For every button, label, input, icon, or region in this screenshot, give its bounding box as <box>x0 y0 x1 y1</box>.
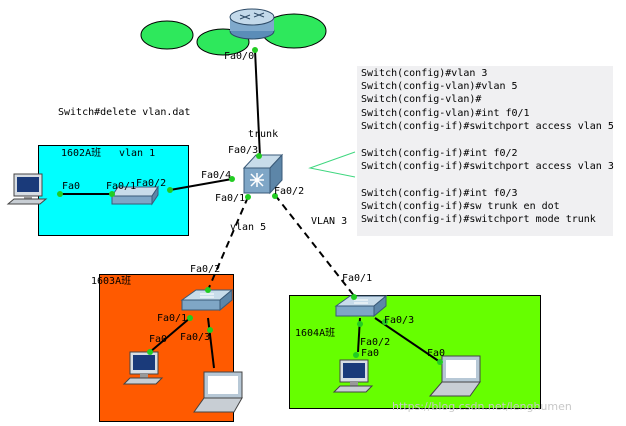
port-label-core-fa04: Fa0/4 <box>201 170 232 181</box>
pc-1603-icon <box>122 351 164 385</box>
cli-line: Switch(config-if)#int f0/2 <box>361 148 518 159</box>
cli-line: Switch(config-if)#sw trunk en dot <box>361 201 560 212</box>
pc-1602-icon <box>6 173 48 205</box>
switch-1602-icon <box>111 185 159 206</box>
port-label-sw1603-fa02: Fa0/2 <box>190 264 221 275</box>
room-1604-name: 1604A班 <box>295 328 336 339</box>
cli-line: Switch(config-if)#switchport access vlan… <box>361 161 614 172</box>
port-label-core-fa03: Fa0/3 <box>228 145 259 156</box>
port-label-sw1602-fa02: Fa0/2 <box>136 178 167 189</box>
port-label-pc1604-fa0: Fa0 <box>361 348 380 359</box>
core-switch-icon <box>242 153 284 195</box>
port-label-pc1603-fa0: Fa0 <box>149 334 168 345</box>
cli-line: Switch(config-if)#int f0/3 <box>361 188 518 199</box>
port-label-pc1602-fa0: Fa0 <box>62 181 81 192</box>
watermark: https://blog.csdn.net/lenghumen <box>392 400 572 413</box>
cli-line: Switch(config-if)#switchport mode trunk <box>361 214 596 225</box>
link-label-trunk: trunk <box>248 129 279 140</box>
port-label-sw1604-fa02: Fa0/2 <box>360 337 391 348</box>
link-label-vlan3: VLAN 3 <box>311 216 348 227</box>
console-callout <box>308 151 356 178</box>
pc-1604-icon <box>332 359 374 393</box>
laptop-1604-icon <box>428 355 481 397</box>
router-icon <box>140 8 327 56</box>
port-label-router-fa00: Fa0/0 <box>224 51 255 62</box>
link-label-vlan5: vlan 5 <box>230 222 267 233</box>
port-label-laptop1604-fa0: Fa0 <box>427 348 446 359</box>
link-core-1603 <box>207 196 249 291</box>
cli-line: Switch(config-vlan)#vlan 5 <box>361 81 518 92</box>
cli-line: Switch(config-vlan)# <box>361 94 482 105</box>
room-1604 <box>289 295 541 409</box>
room-1602 <box>38 145 189 236</box>
port-label-core-fa01: Fa0/1 <box>215 193 246 204</box>
laptop-1603-icon <box>193 371 243 413</box>
port-label-sw1604-fa01: Fa0/1 <box>342 273 373 284</box>
link-1603-pc <box>149 317 191 353</box>
port-label-sw1602-fa01: Fa0/1 <box>106 181 137 192</box>
room-1602-name: 1602A班 <box>61 148 102 159</box>
switch-1603-icon <box>180 288 234 312</box>
switch-1604-icon <box>334 294 388 318</box>
room-1602-vlan: vlan 1 <box>119 148 156 159</box>
link-status-dots <box>57 47 443 365</box>
port-label-sw1603-fa03: Fa0/3 <box>180 332 211 343</box>
link-1604-laptop <box>374 317 441 363</box>
link-1603-laptop <box>207 317 215 369</box>
delete-vlan-command: Switch#delete vlan.dat <box>58 107 191 118</box>
link-core-1602 <box>169 178 233 191</box>
port-label-core-fa02: Fa0/2 <box>274 186 305 197</box>
link-core-1604 <box>274 194 356 298</box>
link-router-core <box>254 49 261 158</box>
cli-line: Switch(config-if)#switchport access vlan… <box>361 121 614 132</box>
cli-line: Switch(config)#vlan 3 <box>361 68 488 79</box>
room-1603-name: 1603A班 <box>91 276 132 287</box>
port-label-sw1604-fa03: Fa0/3 <box>384 315 415 326</box>
cli-config-panel: Switch(config)#vlan 3 Switch(config-vlan… <box>357 66 614 236</box>
cli-line: Switch(config-vlan)#int f0/1 <box>361 108 530 119</box>
port-label-sw1603-fa01: Fa0/1 <box>157 313 188 324</box>
